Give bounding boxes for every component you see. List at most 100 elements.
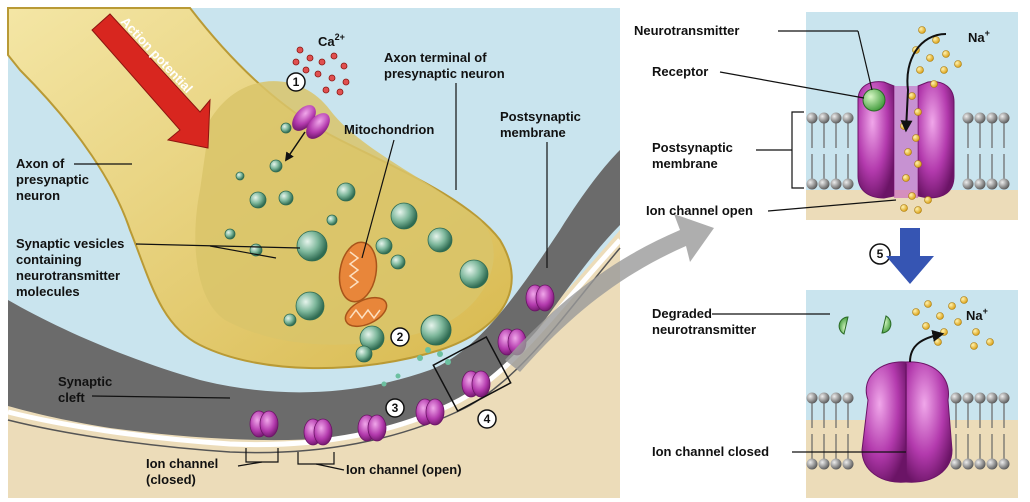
sodium-ions-top [900, 26, 962, 214]
synaptic-vesicle [278, 190, 294, 206]
sodium-ion [908, 192, 916, 200]
vesicles-label-line4: molecules [16, 284, 80, 299]
sodium-ion [960, 296, 968, 304]
open-ion-channel [857, 81, 955, 199]
calcium-influx-arrow [284, 131, 306, 162]
calcium-label: Ca2+ [318, 32, 345, 49]
receptor-with-neurotransmitter [862, 88, 886, 112]
axon-label-line1: Axon of [16, 156, 65, 171]
cleft-label-line2: cleft [58, 390, 85, 405]
lipid-head [998, 112, 1010, 124]
lipid-head [842, 112, 854, 124]
step-5: 5 [869, 243, 891, 265]
sodium-ion [900, 204, 908, 212]
lipid-head [962, 392, 974, 404]
neurotransmitter-leader-2 [857, 30, 873, 91]
membrane-ion-channel [525, 284, 555, 312]
lipid-head [842, 458, 854, 470]
open-channel-panel: Na+ [806, 12, 1018, 220]
ion-channel-open-label: Ion channel open [646, 203, 753, 218]
synaptic-vesicle [427, 227, 453, 253]
degraded-nt-half-1 [838, 316, 849, 335]
synaptic-vesicle [375, 237, 393, 255]
svg-text:3: 3 [392, 401, 399, 415]
svg-text:4: 4 [484, 412, 491, 426]
degraded-nt-half-2 [881, 315, 892, 334]
bottom-panel-lipid-bilayer [806, 392, 1010, 470]
sodium-ion [912, 308, 920, 316]
sodium-ion [936, 312, 944, 320]
degraded-label-line2: neurotransmitter [652, 322, 756, 337]
synaptic-vesicle [249, 191, 267, 209]
receptor-label: Receptor [652, 64, 708, 79]
calcium-ion [342, 78, 350, 86]
lipid-head [950, 458, 962, 470]
sodium-ion [924, 196, 932, 204]
calcium-ion [296, 46, 304, 54]
lipid-head [806, 458, 818, 470]
sodium-ion [942, 50, 950, 58]
synaptic-vesicle [269, 159, 283, 173]
membrane-ion-channel [357, 414, 387, 442]
sodium-ion [908, 92, 916, 100]
channel-closed-label-line2: (closed) [146, 472, 196, 487]
postsynaptic-right-label-line1: Postsynaptic [652, 140, 733, 155]
channel-closed-label-line1: Ion channel [146, 456, 218, 471]
step-4: 4 [477, 409, 497, 429]
postsynaptic-membrane-label-line2: membrane [500, 125, 566, 140]
mitochondrion-1 [338, 241, 378, 303]
lipid-head [974, 392, 986, 404]
step-3: 3 [385, 398, 405, 418]
synaptic-vesicle [336, 182, 356, 202]
sodium-ion [930, 80, 938, 88]
calcium-ions [292, 46, 350, 96]
sodium-ion [914, 108, 922, 116]
membrane-ion-channel [303, 418, 333, 446]
zoom-arrow [505, 214, 714, 372]
cleft-label-line1: Synaptic [58, 374, 112, 389]
calcium-ion [328, 74, 336, 82]
step-2: 2 [390, 327, 410, 347]
lipid-head [818, 112, 830, 124]
mitochondrion-label: Mitochondrion [344, 122, 434, 137]
sodium-ion [918, 26, 926, 34]
synaptic-vesicle [280, 122, 292, 134]
lipid-head [830, 392, 842, 404]
lipid-head [962, 178, 974, 190]
lipid-head [806, 178, 818, 190]
synaptic-vesicle [459, 259, 489, 289]
synaptic-vesicle [359, 325, 385, 351]
sodium-ion [940, 66, 948, 74]
lipid-head [818, 458, 830, 470]
sodium-influx-arrow [900, 33, 947, 133]
lipid-head [806, 112, 818, 124]
sodium-ion [970, 342, 978, 350]
synaptic-vesicle [390, 254, 406, 270]
calcium-ion [340, 62, 348, 70]
membrane-ion-channel [461, 370, 491, 398]
sodium-ion [904, 148, 912, 156]
sodium-ion [954, 60, 962, 68]
synaptic-vesicle [296, 230, 328, 262]
synaptic-vesicle [355, 345, 373, 363]
sodium-blocked-arrow [909, 330, 945, 363]
lipid-head [842, 392, 854, 404]
transition-arrow [886, 228, 934, 284]
neurotransmitter-label: Neurotransmitter [634, 23, 739, 38]
lipid-head [986, 458, 998, 470]
lipid-head [986, 392, 998, 404]
sodium-ion [912, 134, 920, 142]
calcium-channel [292, 105, 330, 139]
sodium-ion [934, 338, 942, 346]
axon-terminal [195, 81, 494, 345]
lipid-head [998, 458, 1010, 470]
step-1: 1 [286, 72, 306, 92]
lipid-head [986, 178, 998, 190]
lipid-head [806, 392, 818, 404]
lipid-head [830, 178, 842, 190]
lipid-head [962, 458, 974, 470]
sodium-ion [932, 36, 940, 44]
membrane-ion-channel [415, 398, 445, 426]
lipid-head [818, 392, 830, 404]
